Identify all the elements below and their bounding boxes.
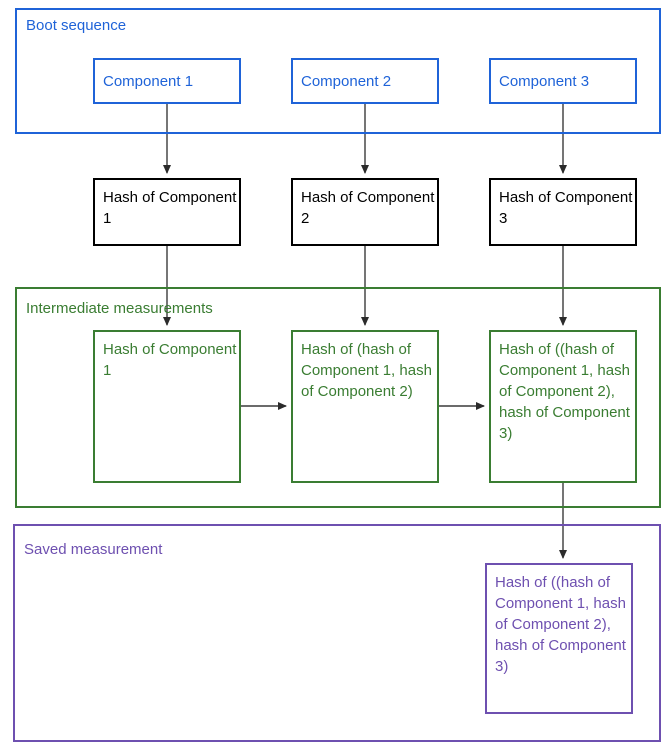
saved-measurement-group-label: Saved measurement (24, 541, 163, 558)
intermediate-measurements-group (15, 287, 661, 508)
component-2-node[interactable]: Component 2 (291, 58, 439, 104)
component-3-node[interactable]: Component 3 (489, 58, 637, 104)
boot-sequence-group-label: Boot sequence (26, 17, 127, 34)
saved-measurement-node[interactable]: Hash of ((hash of Component 1, hash of C… (485, 563, 633, 714)
intermediate-measurements-group-label: Intermediate measurements (26, 300, 213, 317)
intermediate-measurement-3-node[interactable]: Hash of ((hash of Component 1, hash of C… (489, 330, 637, 483)
intermediate-measurement-2-node[interactable]: Hash of (hash of Component 1, hash of Co… (291, 330, 439, 483)
saved-measurement-group (13, 524, 661, 742)
component-1-node[interactable]: Component 1 (93, 58, 241, 104)
boot-sequence-group (15, 8, 661, 134)
hash-of-component-2-node[interactable]: Hash of Component 2 (291, 178, 439, 246)
hash-of-component-3-node[interactable]: Hash of Component 3 (489, 178, 637, 246)
hash-of-component-1-node[interactable]: Hash of Component 1 (93, 178, 241, 246)
intermediate-measurement-1-node[interactable]: Hash of Component 1 (93, 330, 241, 483)
